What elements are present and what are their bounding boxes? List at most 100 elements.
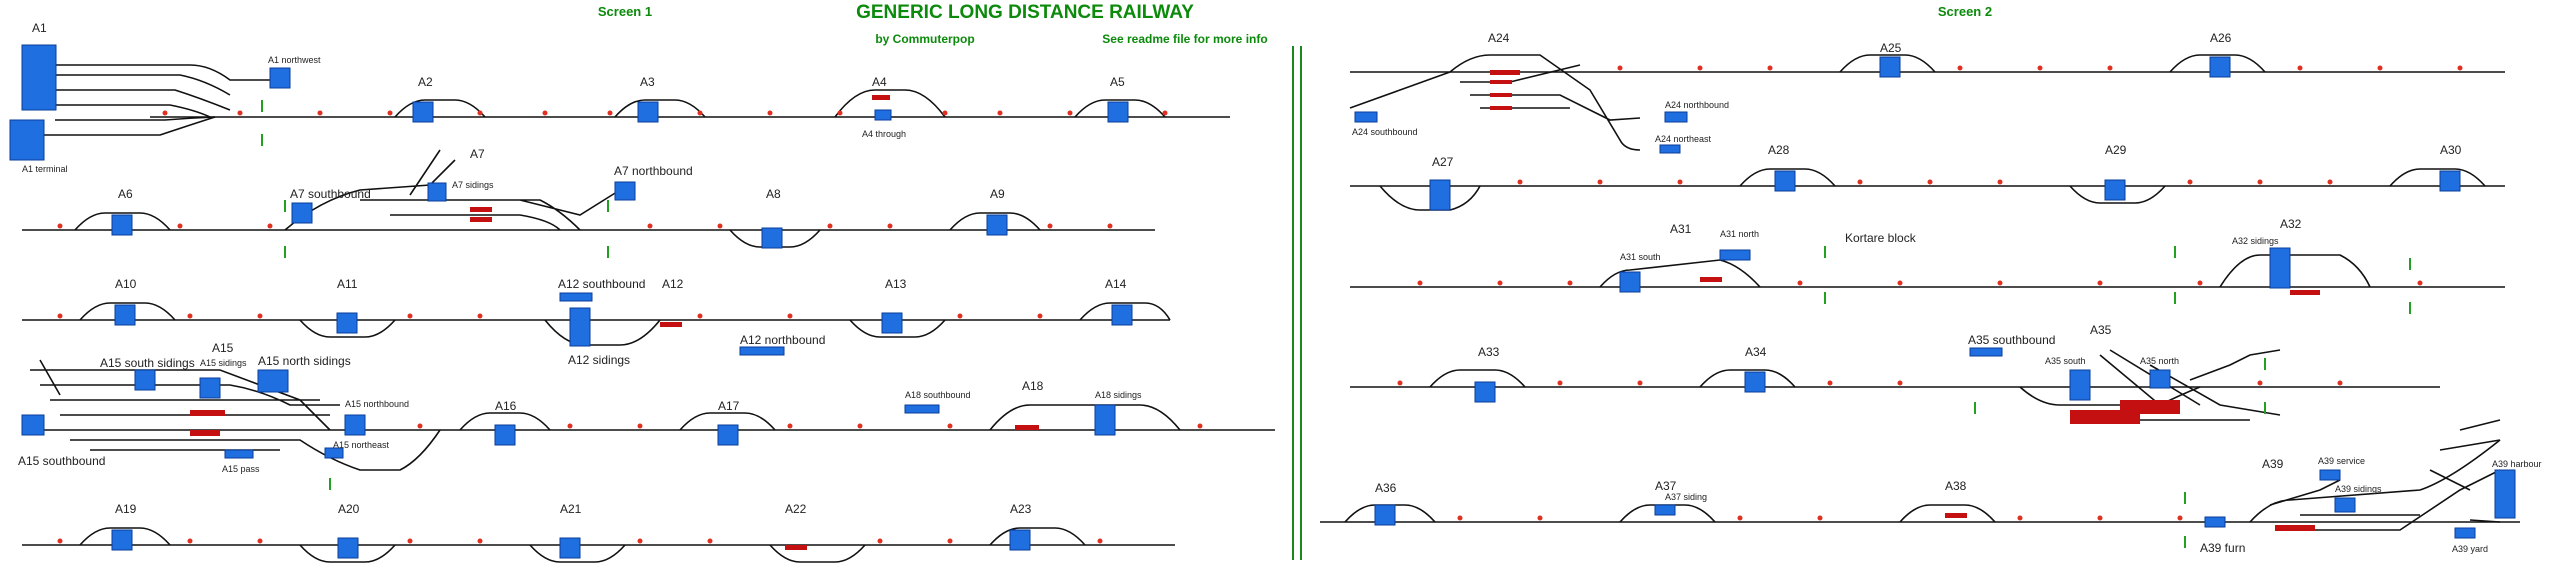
red-a22 <box>785 545 807 550</box>
signal <box>477 110 483 116</box>
platform-a24-northeast <box>1659 144 1681 154</box>
red-a24-3 <box>1490 93 1512 97</box>
signal <box>2187 179 2193 185</box>
signal <box>607 110 613 116</box>
signal <box>957 313 963 319</box>
signal <box>1537 515 1543 521</box>
signal <box>1397 380 1403 386</box>
platform-a20 <box>337 537 359 559</box>
station-label-a30: A30 <box>2440 143 2462 157</box>
signal <box>887 223 893 229</box>
signal <box>637 423 643 429</box>
station-label-a18: A18 <box>1022 379 1044 393</box>
platform-a3 <box>637 101 659 123</box>
loop-a13 <box>849 319 946 338</box>
red-a32 <box>2290 290 2320 295</box>
signal <box>1897 280 1903 286</box>
red-a15-1 <box>190 410 225 416</box>
platform-a18-sidings <box>1094 404 1116 436</box>
platform-a26 <box>2209 56 2231 78</box>
platform-a15-south-sidings <box>134 369 156 391</box>
platform-a15-northbound <box>344 414 366 436</box>
block-markers <box>261 100 2411 548</box>
platform-a10 <box>114 304 136 326</box>
red-a31 <box>1700 277 1722 282</box>
loop-a20 <box>299 544 396 563</box>
signal <box>417 423 423 429</box>
red-a15-2 <box>190 430 220 436</box>
signal <box>567 423 573 429</box>
label-a35-south: A35 south <box>2045 356 2086 366</box>
station-label-a27: A27 <box>1432 155 1454 169</box>
platform-a39-service <box>2319 469 2341 481</box>
signal <box>162 110 168 116</box>
yard-tracks <box>30 54 2501 531</box>
signal <box>2327 179 2333 185</box>
signal <box>2017 515 2023 521</box>
platform-a9 <box>986 214 1008 236</box>
signal <box>2257 179 2263 185</box>
platform-a31-north <box>1719 249 1751 261</box>
signal <box>2377 65 2383 71</box>
label-a39-service: A39 service <box>2318 456 2365 466</box>
signal <box>387 110 393 116</box>
signal <box>1857 179 1863 185</box>
station-label-a8: A8 <box>766 187 781 201</box>
red-a18 <box>1015 425 1039 430</box>
signal <box>717 223 723 229</box>
platform-a35-north <box>2149 369 2171 389</box>
signal <box>2177 515 2183 521</box>
loop-a11 <box>299 319 396 338</box>
station-label-a31: A31 <box>1670 222 1692 236</box>
signal <box>177 223 183 229</box>
platform-a34 <box>1744 371 1766 393</box>
label-a24-northbound: A24 northbound <box>1665 100 1729 110</box>
station-label-a39: A39 <box>2262 457 2284 471</box>
loop-a33 <box>1429 369 1526 388</box>
loop-a31 <box>1599 259 1761 288</box>
label-a1-northwest: A1 northwest <box>268 55 321 65</box>
loop-a10 <box>79 302 176 321</box>
signal <box>477 313 483 319</box>
signal <box>1767 65 1773 71</box>
platform-a23 <box>1009 529 1031 551</box>
label-a15-south-sidings: A15 south sidings <box>100 356 195 370</box>
station-label-a23: A23 <box>1010 502 1032 516</box>
loop-a39 <box>2249 439 2501 523</box>
label-a24-northeast: A24 northeast <box>1655 134 1712 144</box>
platforms <box>9 44 2516 559</box>
signal <box>1162 110 1168 116</box>
signal <box>407 313 413 319</box>
signal <box>57 313 63 319</box>
loop-a16 <box>459 412 551 431</box>
signal <box>2457 65 2463 71</box>
label-a12-northbound: A12 northbound <box>740 333 825 347</box>
signal <box>267 223 273 229</box>
label-a35-southbound: A35 southbound <box>1968 333 2055 347</box>
platform-a15-pass <box>224 449 254 459</box>
signal <box>317 110 323 116</box>
label-a15-southbound: A15 southbound <box>18 454 105 468</box>
label-a7-sidings: A7 sidings <box>452 180 494 190</box>
byline: by Commuterpop <box>875 32 974 46</box>
label-kortare-block: Kortare block <box>1845 231 1917 245</box>
signal <box>1567 280 1573 286</box>
station-label-a29: A29 <box>2105 143 2127 157</box>
label-a39-harbour: A39 harbour <box>2492 459 2542 469</box>
signal <box>407 538 413 544</box>
platform-a24-southbound <box>1354 111 1378 123</box>
platform-a15-northeast <box>324 447 344 459</box>
loop-a28 <box>1739 168 1836 187</box>
label-a7-northbound: A7 northbound <box>614 164 693 178</box>
signal <box>542 110 548 116</box>
signal <box>187 538 193 544</box>
signal <box>2337 380 2343 386</box>
loop-a6 <box>74 212 171 231</box>
loop-a32 <box>2219 254 2371 288</box>
platform-a15-sidings <box>199 377 221 399</box>
label-a18-southbound: A18 southbound <box>905 390 971 400</box>
platform-a31-south <box>1619 271 1641 293</box>
loop-a26 <box>2169 54 2266 73</box>
loop-a5 <box>1074 99 1166 118</box>
label-a15-pass: A15 pass <box>222 464 260 474</box>
